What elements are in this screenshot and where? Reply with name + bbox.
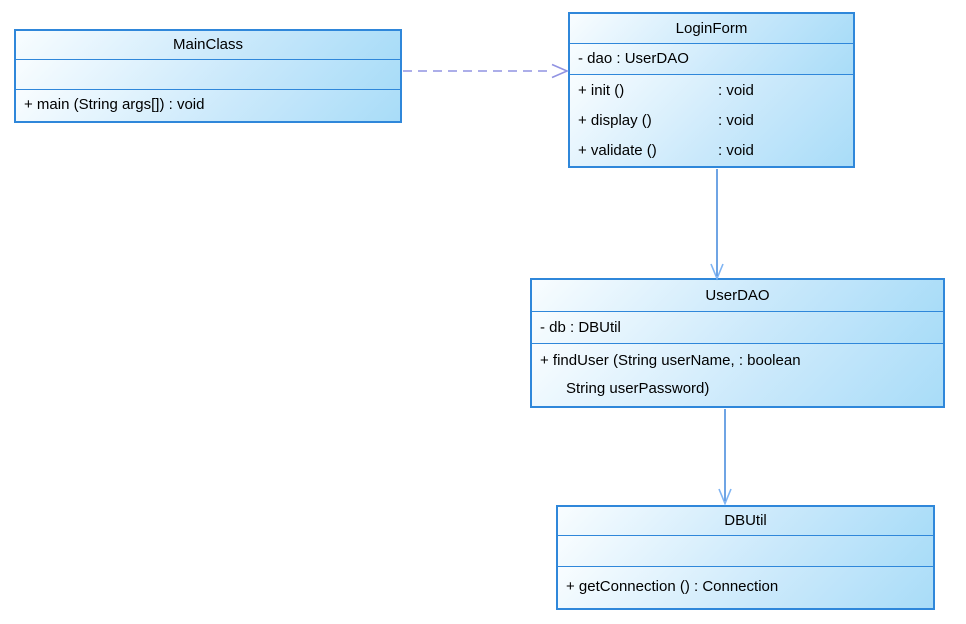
attributes-compartment — [16, 59, 400, 89]
method-return-type: : void — [718, 112, 754, 129]
methods-compartment: + getConnection () : Connection — [558, 566, 933, 608]
methods-compartment: + init () : void + display () : void + v… — [570, 74, 853, 166]
attributes-compartment: - dao : UserDAO — [570, 43, 853, 74]
association-arrow-userdao-dbutil[interactable] — [718, 409, 732, 506]
method-return-type: : void — [718, 142, 754, 159]
class-title: DBUtil — [558, 507, 933, 535]
open-arrowhead-icon — [710, 263, 724, 281]
class-box-loginform[interactable]: LoginForm - dao : UserDAO + init () : vo… — [568, 12, 855, 168]
method-entry: + getConnection () : Connection — [566, 578, 779, 595]
method-signature: + display () — [578, 112, 652, 129]
method-entry-continuation: String userPassword) — [566, 380, 710, 397]
attributes-compartment: - db : DBUtil — [532, 311, 943, 343]
dependency-arrow-mainclass-loginform[interactable] — [403, 63, 570, 79]
class-box-mainclass[interactable]: MainClass + main (String args[]) : void — [14, 29, 402, 123]
class-box-dbutil[interactable]: DBUtil + getConnection () : Connection — [556, 505, 935, 610]
open-arrowhead-icon — [718, 488, 732, 506]
methods-compartment: + main (String args[]) : void — [16, 89, 400, 121]
method-entry: + validate () : void — [578, 136, 853, 166]
class-box-userdao[interactable]: UserDAO - db : DBUtil + findUser (String… — [530, 278, 945, 408]
association-arrow-loginform-userdao[interactable] — [710, 169, 724, 281]
method-signature: + validate () — [578, 142, 657, 159]
class-title: UserDAO — [532, 280, 943, 311]
class-title: LoginForm — [570, 14, 853, 43]
attribute-entry: - dao : UserDAO — [578, 50, 689, 67]
open-arrowhead-icon — [551, 63, 570, 79]
attribute-entry: - db : DBUtil — [540, 319, 621, 336]
method-entry: + findUser (String userName, : boolean — [540, 352, 801, 369]
method-entry: + init () : void — [578, 76, 853, 106]
methods-compartment: + findUser (String userName, : boolean S… — [532, 343, 943, 406]
method-return-type: : void — [718, 82, 754, 99]
method-entry: + main (String args[]) : void — [24, 96, 205, 113]
method-entry: + display () : void — [578, 106, 853, 136]
attributes-compartment — [558, 535, 933, 566]
method-signature: + init () — [578, 82, 625, 99]
class-title: MainClass — [16, 31, 400, 59]
